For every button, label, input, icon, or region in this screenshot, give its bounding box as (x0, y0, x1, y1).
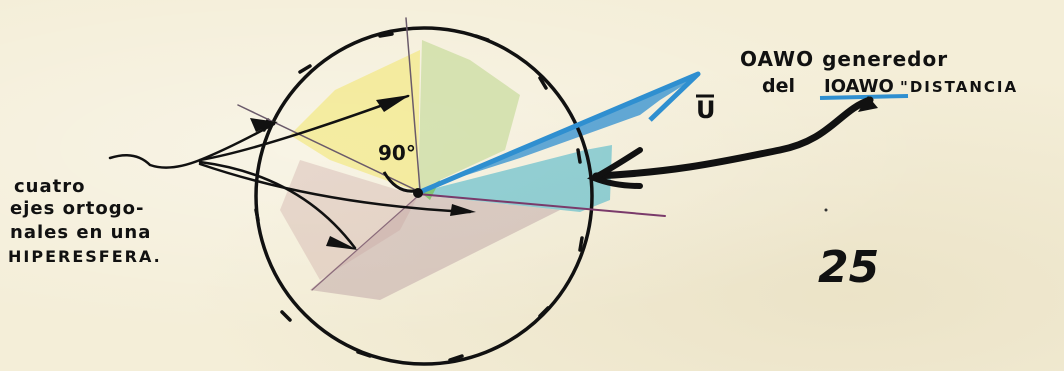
lower-axis (311, 195, 419, 291)
angle-label: 90° (378, 141, 416, 165)
page-number: 25 (818, 242, 879, 293)
green-sector (418, 40, 520, 192)
arrowhead-center (450, 204, 476, 216)
arrowheads (250, 95, 476, 250)
cyan-sector (420, 145, 612, 212)
vector-label: U (696, 96, 716, 124)
note-line-2-ioawo: IOAWO (824, 76, 894, 97)
note-pointer-tail (858, 96, 878, 112)
blue-underline (819, 94, 909, 100)
diagonal-axis (237, 104, 421, 193)
arrowhead-lower (326, 236, 358, 250)
note-line-1: OAWO generedor (740, 47, 948, 71)
note-pointer-hook (587, 147, 643, 189)
brown-sector (310, 195, 560, 300)
u-vector (419, 71, 701, 195)
center-point (413, 188, 423, 198)
rose-sector (280, 160, 418, 280)
note-line-2-del: del (762, 75, 795, 97)
circle-tick-marks (254, 32, 584, 362)
left-label-line-4: HIPERESFERA. (8, 247, 162, 266)
hypersphere-circle (254, 26, 594, 366)
left-label-line-3: nales en una (10, 222, 151, 243)
left-label-line-2: ejes ortogo- (10, 198, 145, 219)
vertical-axis (405, 17, 421, 191)
stray-dot (824, 208, 828, 212)
yellow-sector (290, 50, 420, 192)
leader-lines (108, 94, 472, 250)
arrowhead-upper (250, 118, 278, 132)
note-pointer (592, 96, 874, 180)
orthogonal-axes (237, 17, 666, 291)
left-label-line-1: cuatro (14, 176, 85, 197)
purple-axis (417, 193, 666, 217)
arrowhead-top (376, 95, 410, 112)
note-line-2-distancia: "DISTANCIA (900, 78, 1018, 96)
